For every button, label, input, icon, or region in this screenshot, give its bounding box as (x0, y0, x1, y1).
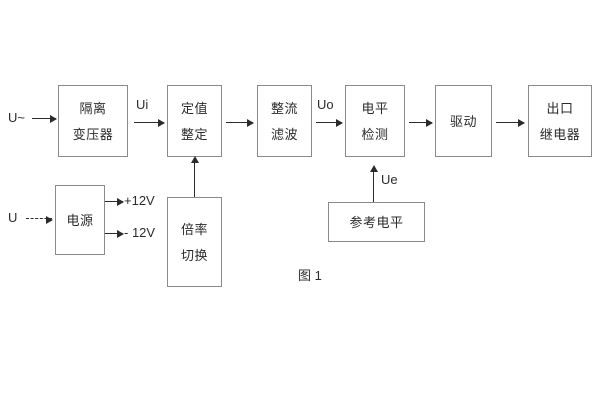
arrow-drive-to-output-relay (496, 118, 525, 127)
signal-label-uo: Uo (317, 97, 334, 112)
block-reference-level-line-1: 参考电平 (349, 214, 404, 230)
block-rectify-filter: 整流 滤波 (257, 85, 312, 157)
signal-label-ui: Ui (136, 97, 149, 112)
input-label-dc: U (8, 210, 18, 225)
arrow-power-supply-positive-rail (105, 197, 124, 206)
block-setting-value-line-2: 整定 (180, 126, 208, 142)
block-power-supply: 电源 (55, 185, 105, 255)
block-setting-value: 定值 整定 (167, 85, 222, 157)
block-multiplier-switch-line-2: 切换 (180, 247, 208, 263)
block-level-detection-line-1: 电平 (361, 100, 389, 116)
arrow-dc-to-power-supply (26, 215, 53, 224)
block-drive-line-1: 驱动 (449, 113, 477, 129)
block-power-supply-line-1: 电源 (66, 212, 94, 228)
block-rectify-filter-line-1: 整流 (270, 100, 298, 116)
figure-caption: 图 1 (298, 268, 322, 283)
rail-label-positive: +12V (124, 193, 155, 208)
block-multiplier-switch: 倍率 切换 (167, 197, 222, 287)
rail-label-negative: - 12V (124, 225, 156, 240)
block-level-detection-line-2: 检测 (361, 126, 389, 142)
block-setting-value-line-1: 定值 (180, 100, 208, 116)
block-isolation-transformer: 隔离 变压器 (58, 85, 128, 157)
arrow-isolation-transformer-to-setting-value (134, 118, 165, 127)
block-output-relay: 出口 继电器 (528, 85, 592, 157)
block-isolation-transformer-line-2: 变压器 (72, 126, 114, 142)
arrow-level-detection-to-drive (409, 118, 433, 127)
block-rectify-filter-line-2: 滤波 (270, 126, 298, 142)
arrow-reference-level-to-level-detection (369, 165, 378, 202)
arrow-ac-to-isolation-transformer (32, 114, 57, 123)
arrow-multiplier-switch-to-setting-value (190, 156, 199, 197)
arrow-rectify-filter-to-level-detection (316, 118, 343, 127)
signal-label-ue: Ue (381, 172, 398, 187)
block-output-relay-line-2: 继电器 (539, 126, 581, 142)
arrow-setting-value-to-rectify-filter (226, 118, 254, 127)
arrow-power-supply-negative-rail (105, 229, 124, 238)
block-drive: 驱动 (435, 85, 492, 157)
block-multiplier-switch-line-1: 倍率 (180, 221, 208, 237)
input-label-ac: U~ (8, 110, 25, 125)
block-output-relay-line-1: 出口 (546, 100, 574, 116)
block-reference-level: 参考电平 (328, 202, 425, 242)
block-isolation-transformer-line-1: 隔离 (79, 100, 107, 116)
block-level-detection: 电平 检测 (345, 85, 405, 157)
